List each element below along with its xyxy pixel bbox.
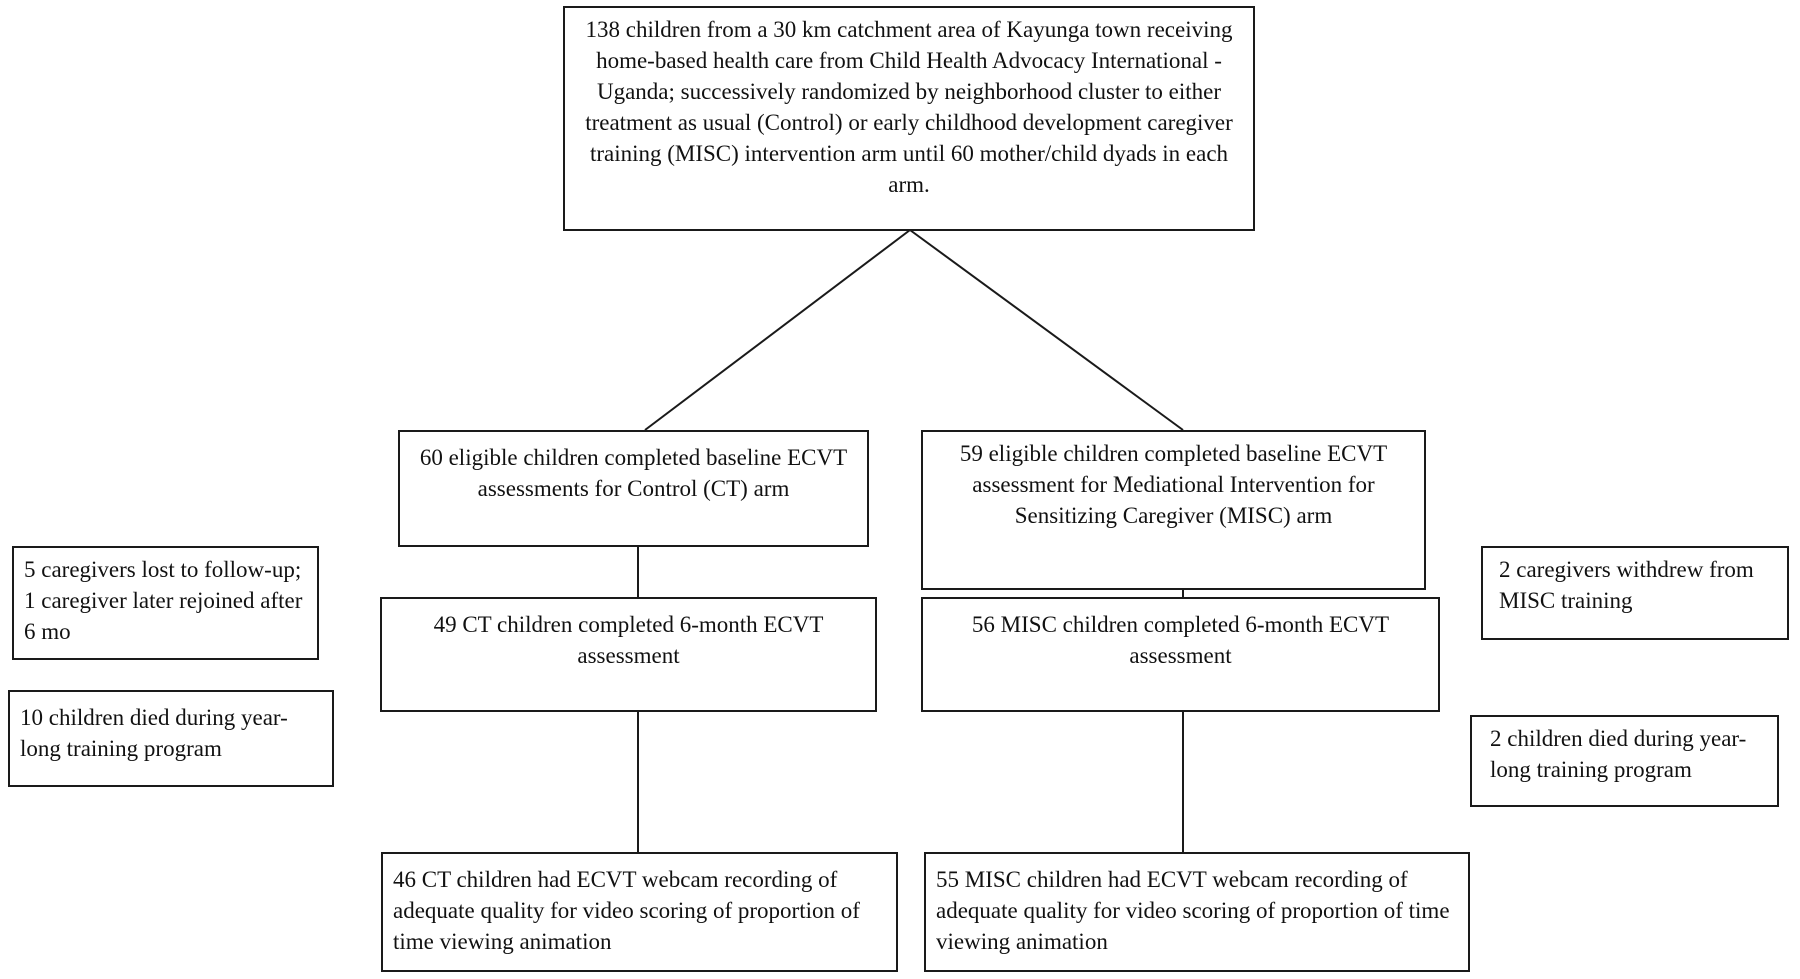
connector-enrollment-to-ct <box>644 229 911 431</box>
misc-deaths-box: 2 children died during year-long trainin… <box>1470 715 1779 807</box>
misc-withdrew-box: 2 caregivers withdrew from MISC training <box>1481 546 1789 640</box>
ct-deaths-box: 10 children died during year-long traini… <box>8 690 334 787</box>
enrollment-box: 138 children from a 30 km catchment area… <box>563 6 1255 231</box>
ct-lost-followup-box: 5 caregivers lost to follow-up; 1 caregi… <box>12 546 319 660</box>
ct-webcam-box: 46 CT children had ECVT webcam recording… <box>381 852 898 972</box>
connector-enrollment-to-misc <box>909 229 1184 431</box>
misc-baseline-box: 59 eligible children completed baseline … <box>921 430 1426 590</box>
ct-baseline-box: 60 eligible children completed baseline … <box>398 430 869 547</box>
misc-webcam-box: 55 MISC children had ECVT webcam recordi… <box>924 852 1470 972</box>
misc-6month-box: 56 MISC children completed 6-month ECVT … <box>921 597 1440 712</box>
ct-6month-box: 49 CT children completed 6-month ECVT as… <box>380 597 877 712</box>
